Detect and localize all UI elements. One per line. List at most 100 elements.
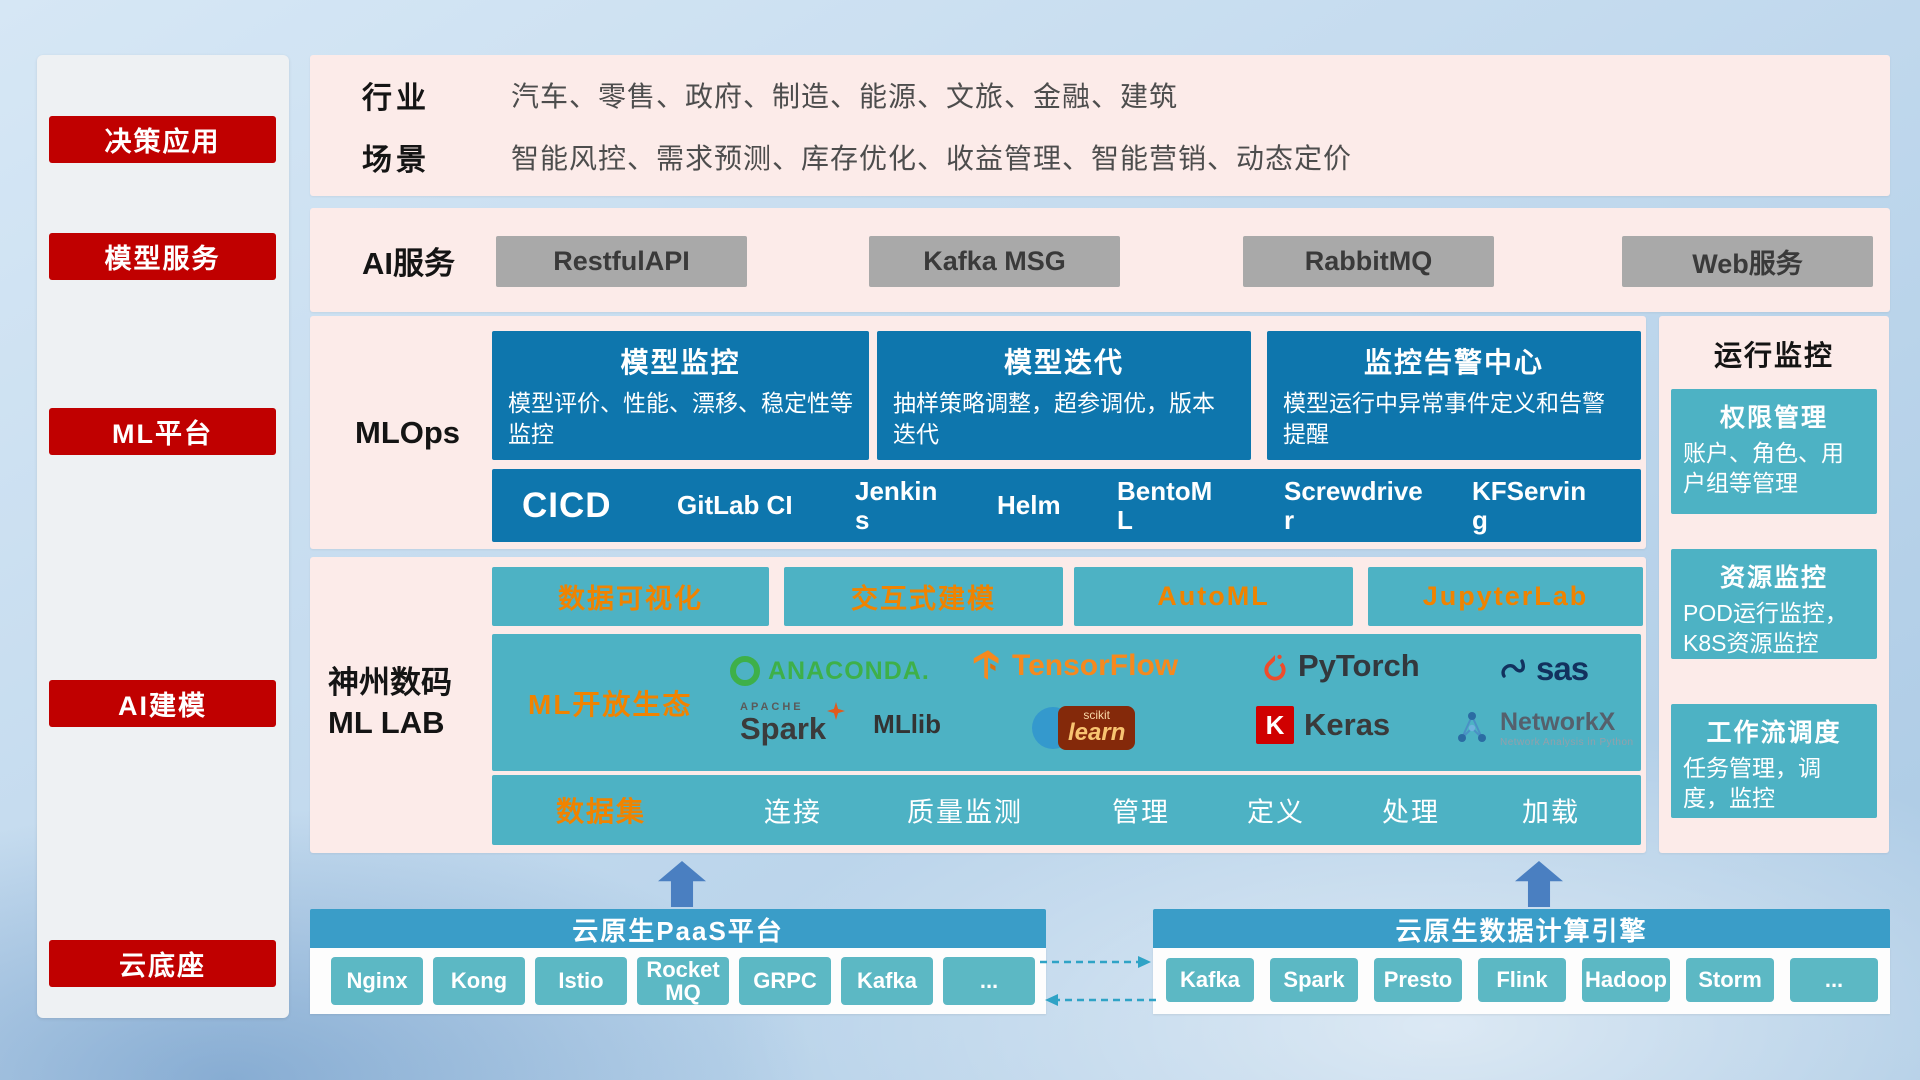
ml-lab-label-line1: 神州数码 (328, 665, 452, 700)
dataset-item-connect: 连接 (764, 797, 822, 828)
card-title: 模型监控 (620, 347, 741, 378)
scenario-label: 场景 (362, 144, 430, 177)
model-iteration-card: 模型迭代 抽样策略调整，超参调优，版本迭代 (877, 331, 1251, 460)
chip-more-engine[interactable]: ... (1790, 958, 1878, 1002)
runtime-monitoring-panel: 运行监控 权限管理 账户、角色、用户组等管理 资源监控 POD运行监控，K8S资… (1659, 316, 1889, 853)
resource-monitoring-card: 资源监控 POD运行监控，K8S资源监控 (1671, 549, 1877, 659)
workflow-scheduling-card: 工作流调度 任务管理，调度，监控 (1671, 704, 1877, 818)
card-desc: 模型评价、性能、漂移、稳定性等监控 (508, 390, 853, 448)
learn-label: learn (1068, 719, 1126, 746)
jupyterlab-box[interactable]: JupyterLab (1368, 567, 1643, 626)
chip-kafka[interactable]: Kafka (841, 957, 933, 1005)
card-desc: 任务管理，调度，监控 (1683, 755, 1821, 811)
chip-rocketmq[interactable]: RocketMQ (637, 957, 729, 1005)
sidebar-item-decision-apps[interactable]: 决策应用 (49, 116, 276, 163)
anaconda-logo: ANACONDA. (730, 656, 930, 686)
ml-open-ecosystem-box: ML开放生态 ANACONDA. TensorFlow PyTorch (492, 634, 1641, 771)
sidebar-item-ai-modeling[interactable]: AI建模 (49, 680, 276, 727)
scenario-value: 智能风控、需求预测、库存优化、收益管理、智能营销、动态定价 (511, 143, 1353, 174)
industry-label: 行业 (362, 82, 430, 115)
dataset-item-define: 定义 (1247, 797, 1305, 828)
data-visualization-box[interactable]: 数据可视化 (492, 567, 769, 626)
card-desc: POD运行监控，K8S资源监控 (1683, 600, 1848, 656)
card-title: 监控告警中心 (1363, 347, 1544, 378)
chip-hadoop[interactable]: Hadoop (1582, 958, 1670, 1002)
automl-box[interactable]: AutoML (1074, 567, 1353, 626)
kafka-msg-button[interactable]: Kafka MSG (869, 236, 1120, 287)
rabbitmq-button[interactable]: RabbitMQ (1243, 236, 1494, 287)
dataset-item-load: 加载 (1522, 797, 1580, 828)
industry-scenario-panel: 行业 汽车、零售、政府、制造、能源、文旅、金融、建筑 场景 智能风控、需求预测、… (310, 55, 1890, 196)
cicd-item-screwdriver: Screwdriver (1284, 475, 1423, 535)
chip-grpc[interactable]: GRPC (739, 957, 831, 1005)
networkx-name: NetworkX (1500, 708, 1616, 736)
apache-label: APACHE (740, 701, 804, 713)
chip-spark[interactable]: Spark (1270, 958, 1358, 1002)
runtime-monitoring-title: 运行监控 (1713, 340, 1834, 371)
engine-title-bar: 云原生数据计算引擎 (1153, 909, 1890, 949)
left-category-rail: 决策应用 模型服务 ML平台 AI建模 云底座 (37, 55, 289, 1018)
card-desc: 抽样策略调整，超参调优，版本迭代 (893, 390, 1215, 448)
mlops-panel: MLOps 模型监控 模型评价、性能、漂移、稳定性等监控 模型迭代 抽样策略调整… (310, 316, 1646, 549)
sidebar-item-cloud-base[interactable]: 云底座 (49, 940, 276, 987)
up-arrow-paas (658, 861, 706, 907)
chip-kong[interactable]: Kong (433, 957, 525, 1005)
card-desc: 账户、角色、用户组等管理 (1683, 440, 1844, 496)
interactive-modeling-box[interactable]: 交互式建模 (784, 567, 1063, 626)
anaconda-wordmark: ANACONDA. (768, 656, 930, 685)
scikit-label: scikit (1083, 708, 1111, 722)
dataset-label: 数据集 (556, 796, 647, 827)
industry-value: 汽车、零售、政府、制造、能源、文旅、金融、建筑 (511, 81, 1179, 112)
mllib-label: MLlib (873, 709, 942, 739)
chip-flink[interactable]: Flink (1478, 958, 1566, 1002)
sas-logo: sas (1498, 650, 1589, 688)
ml-lab-label-line2: ML LAB (328, 705, 445, 740)
cicd-item-jenkins: Jenkins (855, 475, 938, 535)
chip-more-paas[interactable]: ... (943, 957, 1035, 1005)
chip-istio[interactable]: Istio (535, 957, 627, 1005)
ml-open-ecosystem-label: ML开放生态 (528, 688, 693, 720)
card-title: 资源监控 (1719, 564, 1828, 592)
chip-presto[interactable]: Presto (1374, 958, 1462, 1002)
ml-lab-panel: 神州数码 ML LAB 数据可视化 交互式建模 AutoML JupyterLa… (310, 557, 1646, 853)
up-arrow-engine (1515, 861, 1563, 907)
sidebar-item-ml-platform[interactable]: ML平台 (49, 408, 276, 455)
cicd-item-bentoml: BentoML (1117, 475, 1213, 535)
ml-lab-label: 神州数码 ML LAB (328, 663, 452, 743)
pytorch-logo: PyTorch (1258, 648, 1420, 684)
dashed-flow-arrows (1040, 956, 1156, 1006)
paas-chip-strip: Nginx Kong Istio RocketMQ GRPC Kafka ... (310, 948, 1046, 1014)
sas-swirl-icon (1501, 659, 1525, 678)
ai-service-label: AI服务 (362, 245, 455, 281)
card-title: 工作流调度 (1706, 719, 1842, 747)
scikit-badge: scikit learn (1058, 706, 1136, 750)
ai-service-panel: AI服务 RestfulAPI Kafka MSG RabbitMQ Web服务 (310, 208, 1890, 312)
networkx-subtitle: Network Analysis in Python (1500, 736, 1634, 748)
sidebar-item-model-service[interactable]: 模型服务 (49, 233, 276, 280)
sas-wordmark: sas (1536, 650, 1589, 687)
scikit-learn-logo: scikit learn (1032, 706, 1136, 750)
alert-center-card: 监控告警中心 模型运行中异常事件定义和告警提醒 (1267, 331, 1641, 460)
model-monitoring-card: 模型监控 模型评价、性能、漂移、稳定性等监控 (492, 331, 869, 460)
tensorflow-wordmark: TensorFlow (1012, 649, 1179, 682)
web-service-button[interactable]: Web服务 (1622, 236, 1873, 287)
paas-title-bar: 云原生PaaS平台 (310, 909, 1046, 949)
spark-mllib-logo: APACHE Spark MLlib (740, 701, 942, 745)
anaconda-icon (730, 656, 760, 686)
cicd-bar: CICD GitLab CI Jenkins Helm BentoML Scre… (492, 469, 1641, 542)
chip-kafka-engine[interactable]: Kafka (1166, 958, 1254, 1002)
pytorch-icon (1264, 654, 1286, 681)
networkx-icon (1458, 712, 1486, 743)
chip-nginx[interactable]: Nginx (331, 957, 423, 1005)
dataset-item-manage: 管理 (1112, 797, 1170, 828)
spark-wordmark: APACHE Spark (740, 701, 826, 745)
dataset-item-quality: 质量监测 (907, 797, 1023, 828)
networkx-wordmark: NetworkX Network Analysis in Python (1500, 708, 1634, 748)
card-title: 权限管理 (1719, 404, 1828, 432)
spark-star-icon (827, 702, 846, 720)
pytorch-wordmark: PyTorch (1298, 648, 1420, 683)
restfulapi-button[interactable]: RestfulAPI (496, 236, 747, 287)
chip-storm[interactable]: Storm (1686, 958, 1774, 1002)
cicd-label: CICD (522, 485, 612, 525)
